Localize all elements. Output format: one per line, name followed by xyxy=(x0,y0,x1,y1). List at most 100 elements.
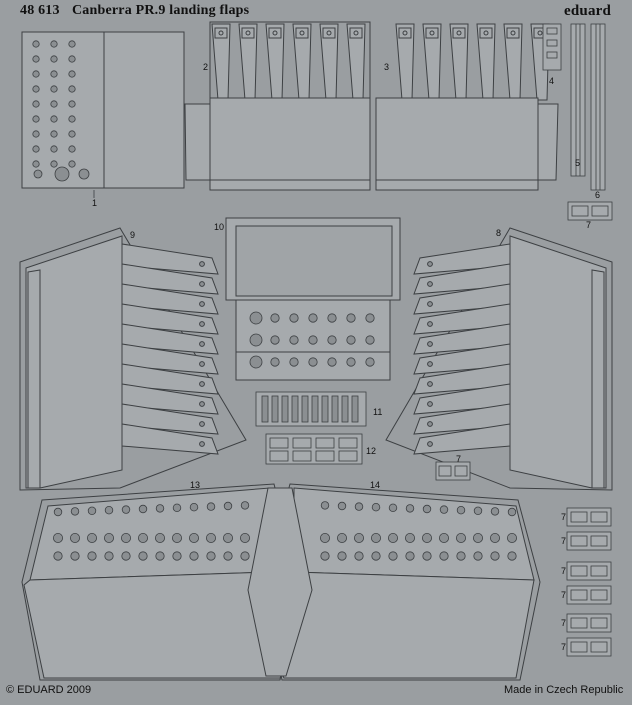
part-number-7g: 7 xyxy=(561,618,567,628)
part-number-6: 6 xyxy=(595,190,601,200)
etch-hole xyxy=(387,533,398,544)
etch-hole xyxy=(53,551,63,561)
part-7-slot xyxy=(590,565,608,577)
hinge-tooth xyxy=(281,395,289,423)
etch-hole xyxy=(404,533,415,544)
rib-hole xyxy=(199,401,205,407)
etch-hole xyxy=(388,551,398,561)
part-number-7c: 7 xyxy=(561,512,567,522)
etch-hole xyxy=(354,502,364,511)
part-7-set xyxy=(566,201,613,657)
etch-hole xyxy=(53,533,64,544)
part-number-14: 14 xyxy=(370,480,381,490)
part-number-7h: 7 xyxy=(561,642,567,652)
etch-hole xyxy=(270,357,280,367)
hinge-tooth xyxy=(341,395,349,423)
flap-rib xyxy=(413,423,511,455)
etch-hole xyxy=(320,551,330,561)
etch-hole xyxy=(308,335,318,345)
part-7-slot xyxy=(570,641,588,653)
etch-hole xyxy=(456,551,466,561)
etch-hole xyxy=(68,115,76,123)
etch-hole xyxy=(53,507,63,517)
etch-hole xyxy=(222,533,233,544)
rib-hole xyxy=(427,301,433,307)
hinge-tooth xyxy=(321,395,329,423)
etch-hole xyxy=(319,533,330,544)
brand-logo: eduard xyxy=(564,3,612,19)
etch-hole xyxy=(422,504,432,514)
etch-hole xyxy=(370,533,381,544)
part-11 xyxy=(255,391,367,427)
etch-hole xyxy=(54,166,70,182)
etch-hole xyxy=(308,313,318,323)
hinge-block xyxy=(338,437,358,449)
etch-hole xyxy=(308,357,318,367)
etch-hole xyxy=(138,504,148,514)
etch-hole xyxy=(239,533,250,544)
rib-hole xyxy=(199,441,205,447)
flap-rib xyxy=(121,303,219,335)
etch-hole xyxy=(68,85,76,93)
rib-hole xyxy=(427,361,433,367)
rib-hole xyxy=(326,30,332,36)
etch-hole xyxy=(189,503,199,512)
rib-hole xyxy=(245,30,251,36)
etch-hole xyxy=(422,551,432,561)
etch-hole xyxy=(320,501,330,510)
etch-hole xyxy=(32,55,40,63)
part-7-slot xyxy=(571,205,589,217)
flap-rib xyxy=(413,363,511,395)
rib-hole xyxy=(427,441,433,447)
etch-hole xyxy=(138,551,148,561)
hinge-block xyxy=(292,437,312,449)
part-14 xyxy=(261,483,541,681)
etch-hole xyxy=(371,503,381,512)
part-number-7b: 7 xyxy=(456,454,462,464)
part-number-11: 11 xyxy=(373,407,383,417)
hinge-tooth xyxy=(351,395,359,423)
etch-hole xyxy=(68,70,76,78)
etch-hole xyxy=(489,533,500,544)
rib-hole xyxy=(402,30,408,36)
part-7-slot xyxy=(570,535,588,547)
flap-rib xyxy=(121,343,219,375)
flap-rib xyxy=(413,283,511,315)
part-12 xyxy=(265,433,363,465)
rib-hole xyxy=(199,361,205,367)
part-number-7a: 7 xyxy=(586,220,592,230)
etch-hole xyxy=(365,335,375,345)
part-7-slot xyxy=(590,511,608,523)
part-7-slot xyxy=(590,617,608,629)
etch-hole xyxy=(206,551,216,561)
etch-hole xyxy=(353,533,364,544)
part-3 xyxy=(375,23,559,191)
part-number-12: 12 xyxy=(366,446,377,456)
etch-hole xyxy=(289,357,299,367)
etch-hole xyxy=(249,355,263,369)
part-number-13: 13 xyxy=(190,480,201,490)
etch-hole xyxy=(289,313,299,323)
rib-hole xyxy=(427,321,433,327)
rib-hole xyxy=(199,261,205,267)
hinge-tooth xyxy=(331,395,339,423)
etch-hole xyxy=(87,551,97,561)
etch-hole xyxy=(337,551,347,561)
flap-rib xyxy=(121,403,219,435)
etch-hole xyxy=(155,551,165,561)
etch-hole xyxy=(32,100,40,108)
etch-hole xyxy=(78,168,90,180)
hinge-block xyxy=(292,450,312,462)
etch-hole xyxy=(50,55,58,63)
etch-hole xyxy=(50,130,58,138)
part-number-10: 10 xyxy=(214,222,225,232)
etch-hole xyxy=(421,533,432,544)
hinge-tooth xyxy=(261,395,269,423)
flap-rib xyxy=(413,343,511,375)
etch-hole xyxy=(249,333,263,347)
etch-hole xyxy=(32,40,40,48)
hinge-tooth xyxy=(291,395,299,423)
rib-hole xyxy=(427,421,433,427)
etch-hole xyxy=(50,40,58,48)
